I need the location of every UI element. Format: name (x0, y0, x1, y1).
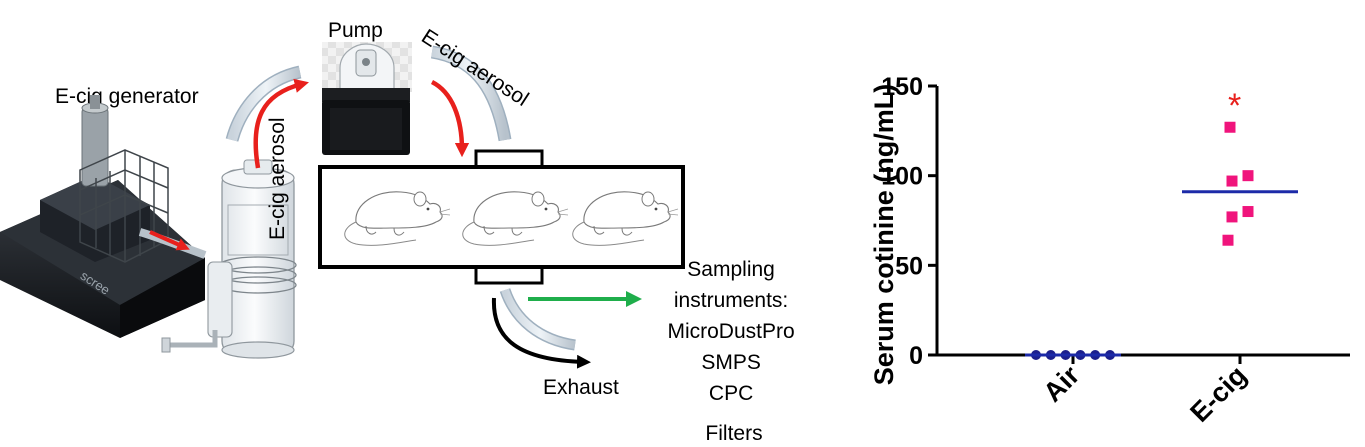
point-ecig-4 (1226, 211, 1238, 223)
point-ecig-0 (1224, 121, 1236, 133)
point-ecig-3 (1242, 206, 1254, 218)
exhaust-label: Exhaust (543, 376, 619, 399)
generator-label: E-cig generator (55, 85, 199, 108)
sampling-line-2: instruments: (674, 289, 788, 312)
sampling-line-1: Sampling (687, 258, 775, 281)
sampling-line-5: CPC (709, 382, 753, 405)
red-arrow-to-exposure (430, 79, 470, 158)
red-arrow-to-pump (253, 78, 309, 169)
pump (322, 42, 412, 155)
y-tick-label-3: 150 (881, 73, 923, 101)
cotinine-scatter-chart: 0 50 100 150 Air E-cig * Serum cotinine (ng/… (869, 73, 1350, 428)
tube-outflow (501, 288, 576, 349)
tube-pump-chamber (431, 47, 510, 141)
aerosol-label-diagonal: E-cig aerosol (417, 25, 532, 111)
sampling-line-3: MicroDustPro (667, 320, 794, 343)
point-ecig-5 (1222, 234, 1234, 246)
point-ecig-1 (1242, 170, 1254, 182)
pump-label: Pump (328, 19, 383, 42)
y-tick-label-1: 50 (895, 252, 923, 280)
point-ecig-2 (1226, 175, 1238, 187)
red-arrow-generator (149, 230, 190, 251)
x-ticks: Air E-cig (1038, 355, 1252, 428)
y-ticks: 0 50 100 150 (881, 73, 937, 370)
significance-asterisk: * (1228, 87, 1241, 125)
sampling-instruments-label: Sampling instruments: MicroDustPro SMPS … (667, 258, 800, 445)
sampling-line-6: Filters (705, 422, 762, 445)
aerosol-label-vertical: E-cig aerosol (266, 117, 289, 240)
y-tick-label-0: 0 (909, 342, 923, 370)
ecig-generator-device: scree (0, 95, 207, 338)
data-points: * (1025, 87, 1298, 360)
y-tick-label-2: 100 (881, 163, 923, 191)
x-tick-label-0: Air (1038, 360, 1086, 408)
tube-chamber-pump (227, 67, 302, 142)
sampling-line-4: SMPS (701, 351, 761, 374)
x-tick-label-1: E-cig (1184, 360, 1252, 428)
black-arrow-exhaust (491, 297, 591, 369)
y-axis-label: Serum cotinine (ng/mL) (869, 84, 899, 386)
